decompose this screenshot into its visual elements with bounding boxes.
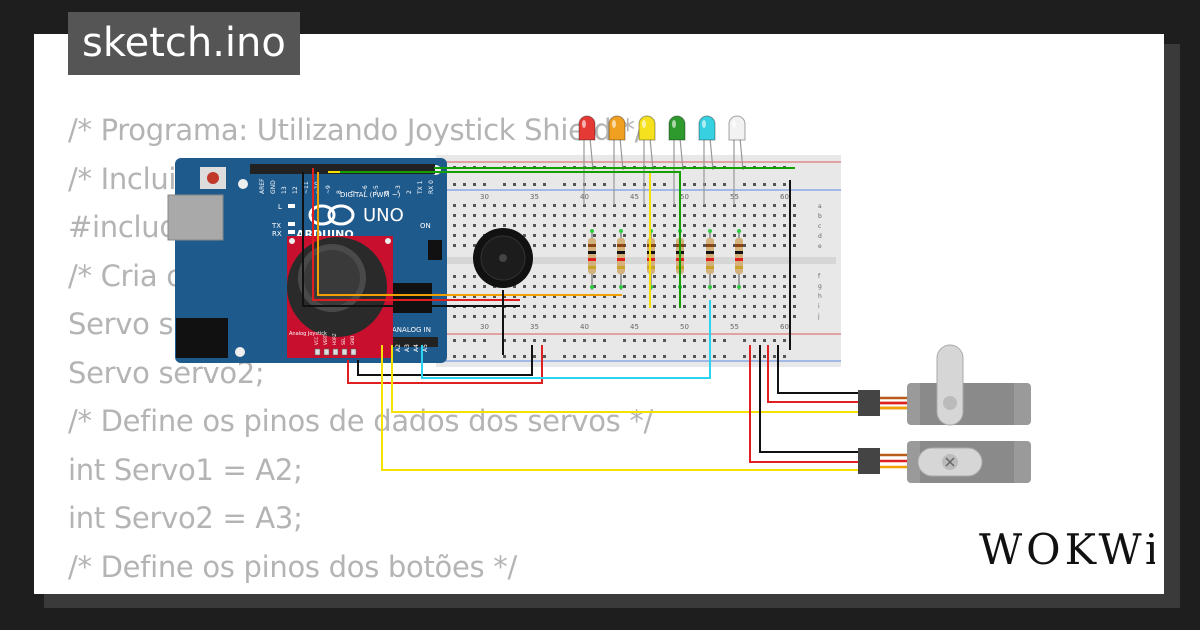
joystick-pin-label: VERT — [323, 334, 328, 345]
sketch-filename: sketch.ino — [68, 12, 300, 75]
joystick-pins: VCC VERT HORZ SEL GND — [314, 333, 357, 356]
digital-pin-label: AREF — [259, 178, 266, 194]
joystick-pin-label: GND — [350, 336, 355, 345]
wokwi-logo-text: WOKWi — [979, 525, 1155, 574]
buzzer[interactable] — [473, 228, 533, 288]
wokwi-logo: WOKWi — [979, 525, 1155, 574]
led[interactable] — [698, 115, 716, 141]
led[interactable] — [638, 115, 656, 141]
joystick-pin-label: VCC — [314, 336, 319, 345]
led[interactable] — [728, 115, 746, 141]
digital-pin-label: 2 — [406, 190, 413, 194]
led[interactable] — [578, 115, 596, 141]
status-leds: L TX RX — [271, 203, 295, 238]
row-letter: f — [818, 273, 821, 280]
joystick-label: Analog Joystick — [289, 331, 327, 337]
analog-header — [383, 337, 438, 347]
breadboard-holes — [443, 166, 796, 358]
digital-pin-label: ~5 — [373, 185, 380, 194]
analog-pin-label: A4 — [413, 344, 420, 352]
row-letter: c — [818, 223, 821, 230]
led[interactable] — [668, 115, 686, 141]
servo-2[interactable] — [858, 441, 1031, 483]
digital-pin-label: 12 — [292, 186, 299, 194]
digital-pin-label: 13 — [281, 186, 288, 194]
arduino-logo — [308, 204, 355, 226]
digital-label: DIGITAL (PWM ~) — [340, 191, 401, 199]
board-name: UNO — [363, 205, 404, 226]
reset-button[interactable] — [207, 172, 219, 184]
analog-joystick[interactable]: Analog Joystick VCC VERT HORZ SEL GND — [287, 236, 393, 358]
digital-pin-label: GND — [270, 180, 277, 194]
row-letter: g — [818, 283, 822, 290]
led[interactable] — [608, 115, 626, 141]
row-letter: a — [818, 203, 822, 210]
led-label-rx: RX — [272, 230, 282, 238]
servo-1[interactable] — [858, 344, 1031, 426]
digital-pin-label: 4 — [384, 190, 391, 194]
column-number: 55 — [730, 323, 739, 331]
column-number: 45 — [630, 323, 639, 331]
digital-pin-label: ~11 — [303, 181, 310, 194]
column-number: 45 — [630, 193, 639, 201]
column-number: 50 — [680, 193, 689, 201]
row-letter: b — [818, 213, 822, 220]
row-letter: i — [818, 303, 820, 310]
joystick-pin-label: HORZ — [332, 333, 337, 345]
row-letter: j — [817, 313, 820, 320]
column-number: 50 — [680, 323, 689, 331]
column-number: 30 — [480, 323, 489, 331]
digital-pin-label: RX 0 — [428, 180, 435, 194]
row-letter: d — [818, 233, 822, 240]
digital-pin-label: TX 1 — [417, 180, 424, 195]
digital-pin-label: ~9 — [325, 185, 332, 194]
column-number: 60 — [780, 193, 789, 201]
row-letter: e — [818, 243, 822, 250]
joystick-pin-label: SEL — [341, 337, 346, 345]
code-line: /* Programa: Utilizando Joystick Shield … — [68, 113, 645, 147]
digital-pin-label: ~3 — [395, 185, 402, 194]
on-label: ON — [420, 222, 431, 230]
column-number: 30 — [480, 193, 489, 201]
column-number: 35 — [530, 193, 539, 201]
digital-pin-label: ~6 — [362, 185, 369, 194]
led-label-l: L — [278, 203, 282, 211]
leds — [578, 115, 746, 205]
analog-pin-label: A5 — [422, 344, 429, 352]
led-label-tx: TX — [271, 222, 281, 230]
digital-header — [250, 164, 435, 174]
column-number: 60 — [780, 323, 789, 331]
digital-pin-label: 8 — [336, 190, 343, 194]
digital-pin-label: 7 — [351, 190, 358, 194]
column-number: 35 — [530, 323, 539, 331]
analog-pin-label: A2 — [395, 344, 402, 352]
analog-label: ANALOG IN — [392, 326, 431, 334]
code-line: int Servo2 = A3; — [68, 501, 303, 535]
row-letter: h — [818, 293, 822, 300]
code-line: /* Define os pinos dos botões */ — [68, 549, 517, 584]
analog-pin-label: A3 — [404, 344, 411, 352]
code-line: int Servo1 = A2; — [68, 452, 303, 487]
column-number: 40 — [580, 323, 589, 331]
wires — [302, 167, 862, 471]
